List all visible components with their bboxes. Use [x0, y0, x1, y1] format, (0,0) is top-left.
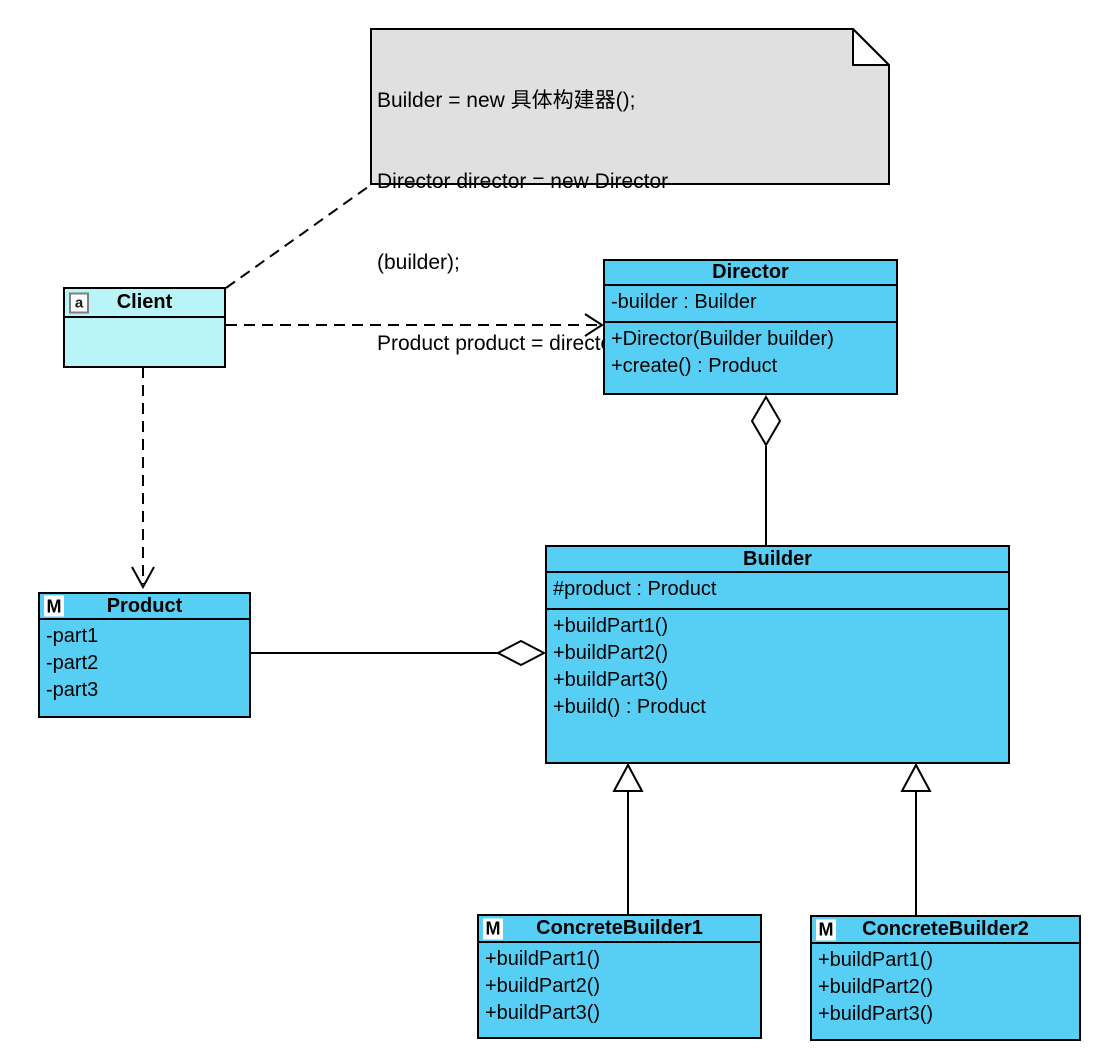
class-name: ConcreteBuilder2 [862, 918, 1029, 940]
generalization-triangle [612, 762, 644, 792]
method: +build() : Product [553, 696, 706, 718]
class-director-methods: +Director(Builder builder) +create() : P… [605, 321, 896, 393]
method: +buildPart3() [818, 1003, 934, 1025]
class-name: ConcreteBuilder1 [536, 917, 703, 939]
method: +buildPart1() [485, 948, 601, 970]
attribute: -builder : Builder [611, 291, 757, 313]
class-director-title: Director [605, 261, 896, 286]
aggregation-diamond [750, 395, 782, 447]
class-concretebuilder2-methods: +buildPart1() +buildPart2() +buildPart3(… [812, 944, 1079, 1039]
class-concretebuilder1-methods: +buildPart1() +buildPart2() +buildPart3(… [479, 943, 760, 1037]
class-product: M Product -part1 -part2 -part3 [38, 592, 251, 718]
class-client-title: a Client [65, 289, 224, 318]
note-line: Builder = new 具体构建器(); [377, 89, 636, 112]
concretebuilder1-generalization [612, 762, 644, 914]
method: +buildPart2() [485, 975, 601, 997]
class-stereotype-m-icon: M [816, 919, 836, 940]
class-name: Product [106, 594, 183, 617]
method: +create() : Product [611, 355, 778, 377]
class-product-title: M Product [40, 594, 249, 620]
method: +Director(Builder builder) [611, 328, 834, 350]
attribute: -part2 [46, 652, 99, 674]
class-name: Director [712, 261, 789, 283]
class-name: Client [116, 291, 173, 313]
attribute: #product : Product [553, 578, 717, 600]
note-shape [370, 28, 890, 185]
class-client-body [65, 318, 224, 366]
note-line: (builder); [377, 251, 460, 274]
class-client: a Client [63, 287, 226, 368]
client-product-dependency-arrow [131, 367, 155, 590]
class-builder: Builder #product : Product +buildPart1()… [545, 545, 1010, 764]
method: +buildPart2() [818, 976, 934, 998]
generalization-triangle [900, 762, 932, 792]
note-anchor-line [225, 183, 373, 289]
aggregation-diamond [495, 639, 547, 667]
method: +buildPart1() [818, 949, 934, 971]
class-stereotype-a-icon: a [69, 292, 89, 313]
concretebuilder2-generalization [900, 762, 932, 915]
class-director: Director -builder : Builder +Director(Bu… [603, 259, 898, 395]
method: +buildPart3() [553, 669, 669, 691]
method: +buildPart3() [485, 1002, 601, 1024]
class-builder-title: Builder [547, 547, 1008, 573]
director-builder-aggregation [750, 395, 782, 546]
class-product-attributes: -part1 -part2 -part3 [40, 620, 249, 716]
product-builder-aggregation [250, 639, 547, 667]
attribute: -part1 [46, 625, 99, 647]
class-concretebuilder1: M ConcreteBuilder1 +buildPart1() +buildP… [477, 914, 762, 1039]
class-name: Builder [743, 547, 812, 570]
class-director-attributes: -builder : Builder [605, 286, 896, 321]
class-concretebuilder2-title: M ConcreteBuilder2 [812, 917, 1079, 944]
class-stereotype-m-icon: M [44, 595, 64, 617]
note-line: Director director = new Director [377, 170, 669, 193]
attribute: -part3 [46, 679, 99, 701]
class-builder-attributes: #product : Product [547, 573, 1008, 608]
client-director-dependency-arrow [226, 313, 604, 337]
method: +buildPart1() [553, 615, 669, 637]
method: +buildPart2() [553, 642, 669, 664]
class-stereotype-m-icon: M [483, 918, 503, 939]
class-concretebuilder2: M ConcreteBuilder2 +buildPart1() +buildP… [810, 915, 1081, 1041]
class-concretebuilder1-title: M ConcreteBuilder1 [479, 916, 760, 943]
class-builder-methods: +buildPart1() +buildPart2() +buildPart3(… [547, 608, 1008, 762]
